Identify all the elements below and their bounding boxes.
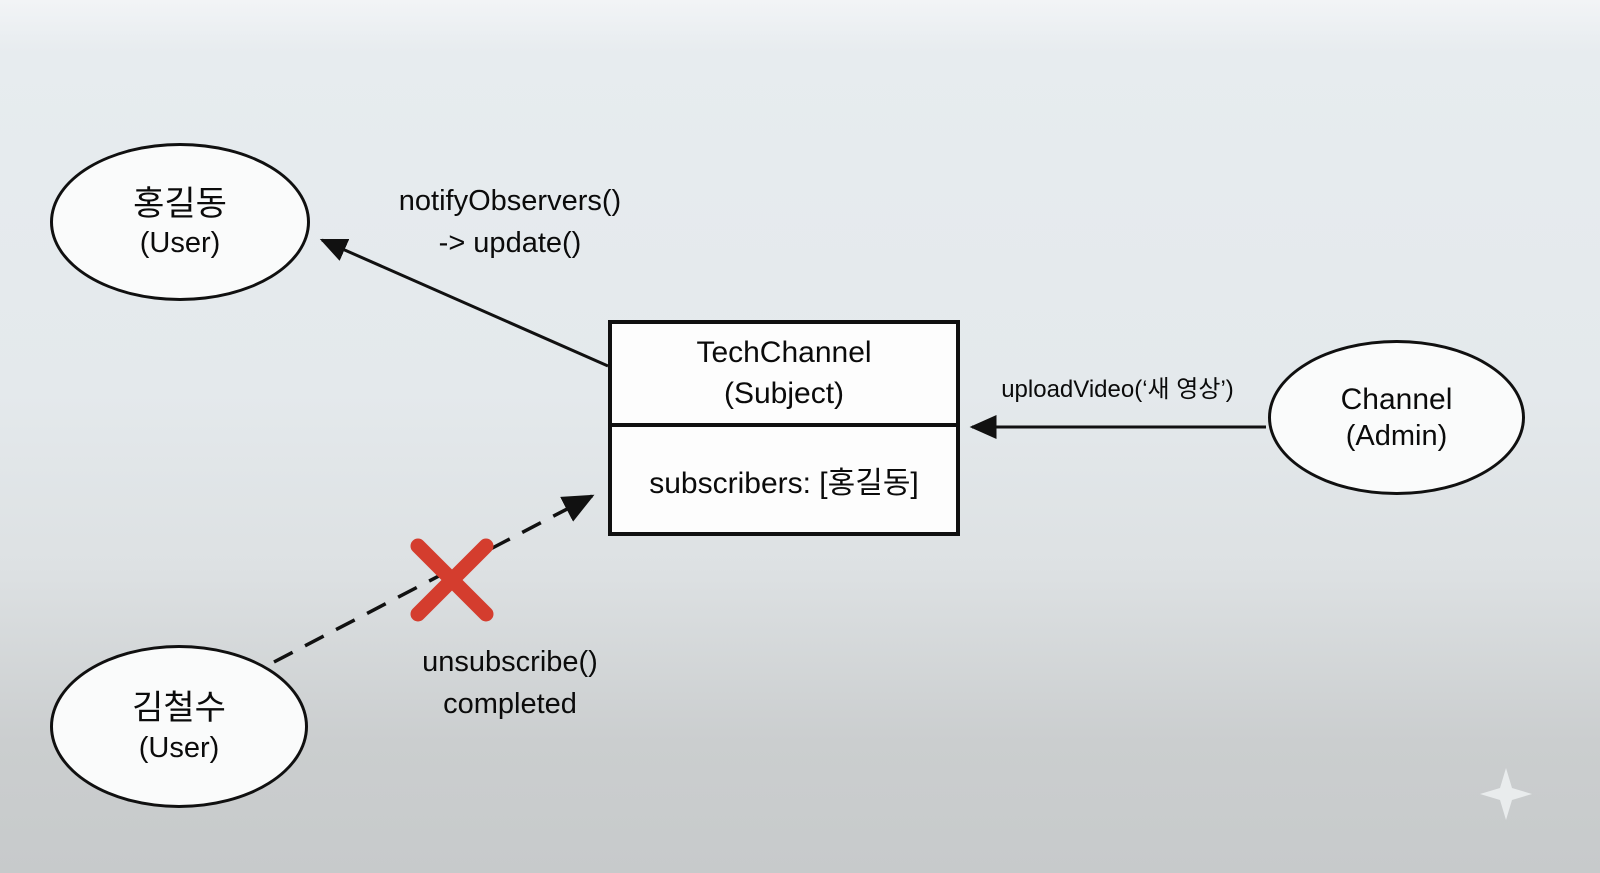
node-label-role: (User) <box>139 227 221 260</box>
x-mark-icon <box>410 538 494 622</box>
node-label-name: Channel <box>1340 382 1453 416</box>
techchannel-header: TechChannel (Subject) <box>612 324 956 427</box>
edge-label-unsubscribe-line1: unsubscribe() <box>422 646 598 678</box>
edge-label-upload: uploadVideo(‘새 영상’) <box>1001 376 1234 403</box>
node-label-name: 홍길동 <box>133 184 227 223</box>
edge-label-notify-line2: -> update() <box>438 227 582 260</box>
edge-unsubscribe-arrow <box>273 494 595 664</box>
node-channel-admin: Channel (Admin) <box>1268 340 1525 495</box>
node-kim-cheolsu-user: 김철수 (User) <box>50 645 308 808</box>
node-label-role: (User) <box>138 731 220 764</box>
node-label-role: (Admin) <box>1345 420 1448 453</box>
node-label-name: 김철수 <box>132 689 226 728</box>
node-hong-gildong-user: 홍길동 (User) <box>50 143 310 301</box>
node-label-name: TechChannel <box>696 336 872 369</box>
node-label-role: (Subject) <box>723 376 845 410</box>
node-techchannel-subject: TechChannel (Subject) subscribers: [홍길동] <box>608 320 960 536</box>
edge-label-unsubscribe: unsubscribe() completed <box>355 641 665 725</box>
sparkle-icon <box>1480 768 1532 820</box>
edge-label-unsubscribe-line2: completed <box>443 688 577 721</box>
techchannel-subscribers: subscribers: [홍길동] <box>649 466 919 500</box>
edge-notify-arrow <box>319 238 609 368</box>
edge-label-notify-line1: notifyObservers() <box>398 185 622 217</box>
edge-label-notify: notifyObservers() -> update() <box>355 180 665 264</box>
